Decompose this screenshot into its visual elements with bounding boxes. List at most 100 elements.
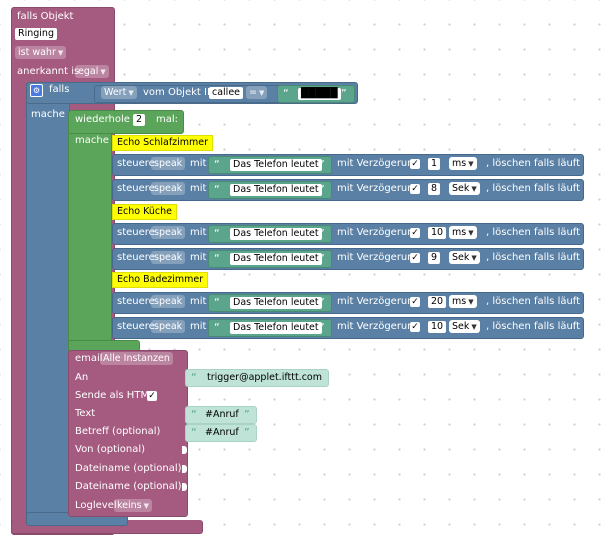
delay-unit-dropdown[interactable]: Sek▼ bbox=[449, 251, 480, 264]
if-do-label: mache bbox=[31, 109, 65, 120]
speak-state-dropdown[interactable]: speak bbox=[151, 226, 186, 239]
chevron-down-icon: ▼ bbox=[468, 298, 474, 306]
comment-echo-kueche[interactable]: Echo Küche bbox=[112, 204, 177, 220]
chevron-down-icon: ▼ bbox=[57, 49, 64, 57]
delay-value-field[interactable]: 9 bbox=[428, 252, 441, 264]
speak-with-label: mit bbox=[190, 183, 207, 194]
speak-clear-label: , löschen falls läuft bbox=[486, 183, 581, 194]
speak-text-value[interactable]: Das Telefon leutet bbox=[230, 322, 322, 334]
text-value[interactable]: #Anruf bbox=[205, 409, 239, 420]
quote-open-icon: “ bbox=[214, 252, 220, 265]
delay-unit-dropdown[interactable]: ms▼ bbox=[449, 226, 477, 239]
delay-checkbox[interactable]: ✓ bbox=[410, 253, 420, 263]
speak-control-label: steuere bbox=[117, 227, 155, 238]
speak-text-string[interactable]: “ Das Telefon leutet ” bbox=[208, 250, 332, 268]
speak-control-label: steuere bbox=[117, 183, 155, 194]
comment-echo-badezimmer[interactable]: Echo Badezimmer bbox=[112, 272, 209, 288]
html-label: Sende als HTML bbox=[75, 390, 155, 401]
from-socket[interactable] bbox=[182, 446, 187, 454]
delay-unit-value: ms bbox=[452, 227, 467, 238]
speak-state-dropdown[interactable]: speak bbox=[151, 320, 186, 333]
speak-text-value[interactable]: Das Telefon leutet bbox=[230, 184, 322, 196]
delay-checkbox[interactable]: ✓ bbox=[410, 159, 420, 169]
compare-string[interactable]: “ █████ ” bbox=[277, 85, 355, 103]
delay-value-field[interactable]: 8 bbox=[428, 183, 441, 195]
subject-string[interactable]: “ #Anruf ” bbox=[185, 424, 257, 442]
speak-text-string[interactable]: “ Das Telefon leutet ” bbox=[208, 181, 332, 199]
chevron-down-icon: ▼ bbox=[128, 89, 134, 97]
chevron-down-icon: ▼ bbox=[471, 185, 477, 193]
chevron-down-icon: ▼ bbox=[468, 160, 474, 168]
delay-unit-dropdown[interactable]: Sek▼ bbox=[449, 320, 480, 333]
chevron-down-icon: ▼ bbox=[471, 323, 477, 331]
delay-value-field[interactable]: 1 bbox=[428, 158, 441, 170]
speak-state-value: speak bbox=[154, 158, 183, 169]
object-id-field[interactable]: callee bbox=[209, 87, 244, 99]
to-value[interactable]: trigger@applet.ifttt.com bbox=[207, 372, 322, 383]
delay-unit-dropdown[interactable]: Sek▼ bbox=[449, 182, 480, 195]
speak-state-dropdown[interactable]: speak bbox=[151, 251, 186, 264]
speak-clear-label: , löschen falls läuft bbox=[486, 158, 581, 169]
delay-checkbox[interactable]: ✓ bbox=[410, 322, 420, 332]
file1-socket[interactable] bbox=[182, 465, 187, 473]
email-block[interactable] bbox=[68, 350, 188, 517]
speak-with-label: mit bbox=[190, 252, 207, 263]
speak-text-string[interactable]: “ Das Telefon leutet ” bbox=[208, 319, 332, 337]
delay-value-field[interactable]: 10 bbox=[428, 227, 447, 239]
delay-checkbox[interactable]: ✓ bbox=[410, 184, 420, 194]
speak-state-value: speak bbox=[154, 252, 183, 263]
trigger-object-field[interactable]: Ringing bbox=[15, 28, 57, 40]
html-checkbox[interactable]: ✓ bbox=[147, 391, 157, 401]
speak-state-dropdown[interactable]: speak bbox=[151, 157, 186, 170]
chevron-down-icon: ▼ bbox=[258, 89, 265, 97]
speak-text-value[interactable]: Das Telefon leutet bbox=[230, 228, 322, 240]
repeat-header[interactable] bbox=[68, 110, 184, 134]
speak-text-value[interactable]: Das Telefon leutet bbox=[230, 253, 322, 265]
speak-text-value[interactable]: Das Telefon leutet bbox=[230, 159, 322, 171]
delay-unit-dropdown[interactable]: ms▼ bbox=[449, 157, 477, 170]
quote-close-icon: ” bbox=[319, 158, 325, 171]
speak-state-dropdown[interactable]: speak bbox=[151, 182, 186, 195]
loglevel-dropdown[interactable]: keins▼ bbox=[114, 499, 153, 512]
delay-unit-dropdown[interactable]: ms▼ bbox=[449, 295, 477, 308]
delay-value-field[interactable]: 20 bbox=[428, 296, 447, 308]
delay-checkbox[interactable]: ✓ bbox=[410, 228, 420, 238]
loglevel-label: Loglevel bbox=[75, 500, 117, 511]
gear-icon[interactable]: ⚙ bbox=[30, 84, 43, 97]
speak-control-label: steuere bbox=[117, 296, 155, 307]
speak-delay-label: mit Verzögerung bbox=[337, 183, 420, 194]
to-label: An bbox=[75, 372, 89, 383]
trigger-title: falls Objekt bbox=[17, 11, 74, 22]
speak-text-string[interactable]: “ Das Telefon leutet ” bbox=[208, 225, 332, 243]
speak-text-string[interactable]: “ Das Telefon leutet ” bbox=[208, 156, 332, 174]
quote-open-icon: “ bbox=[191, 371, 197, 384]
delay-unit-value: Sek bbox=[452, 252, 470, 263]
delay-checkbox[interactable]: ✓ bbox=[410, 297, 420, 307]
speak-state-dropdown[interactable]: speak bbox=[151, 295, 186, 308]
speak-state-value: speak bbox=[154, 296, 183, 307]
speak-delay-label: mit Verzögerung bbox=[337, 158, 420, 169]
file2-label: Dateiname (optional) bbox=[75, 481, 182, 492]
quote-close-icon: ” bbox=[319, 252, 325, 265]
file2-socket[interactable] bbox=[182, 483, 187, 491]
delay-value-field[interactable]: 10 bbox=[428, 321, 447, 333]
instance-dropdown[interactable]: Alle Instanzen bbox=[100, 352, 173, 365]
repeat-block[interactable] bbox=[68, 110, 112, 352]
to-string[interactable]: “ trigger@applet.ifttt.com bbox=[185, 369, 329, 387]
subject-value[interactable]: #Anruf bbox=[205, 427, 239, 438]
repeat-count-field[interactable]: 2 bbox=[133, 114, 146, 126]
speak-text-value[interactable]: Das Telefon leutet bbox=[230, 297, 322, 309]
if-block[interactable] bbox=[26, 82, 70, 524]
trigger-condition-dropdown[interactable]: ist wahr▼ bbox=[15, 46, 67, 59]
speak-with-label: mit bbox=[190, 296, 207, 307]
ack-dropdown[interactable]: egal▼ bbox=[75, 65, 109, 78]
loglevel-value: keins bbox=[117, 500, 142, 511]
speak-text-string[interactable]: “ Das Telefon leutet ” bbox=[208, 294, 332, 312]
speak-with-label: mit bbox=[190, 227, 207, 238]
compare-value[interactable]: █████ bbox=[298, 88, 341, 100]
operator-dropdown[interactable]: =▼ bbox=[246, 86, 268, 99]
quote-close-icon: ” bbox=[319, 183, 325, 196]
value-dropdown[interactable]: Wert▼ bbox=[101, 86, 137, 99]
text-string[interactable]: “ #Anruf ” bbox=[185, 406, 257, 424]
comment-echo-schlafzimmer[interactable]: Echo Schlafzimmer bbox=[112, 135, 214, 151]
